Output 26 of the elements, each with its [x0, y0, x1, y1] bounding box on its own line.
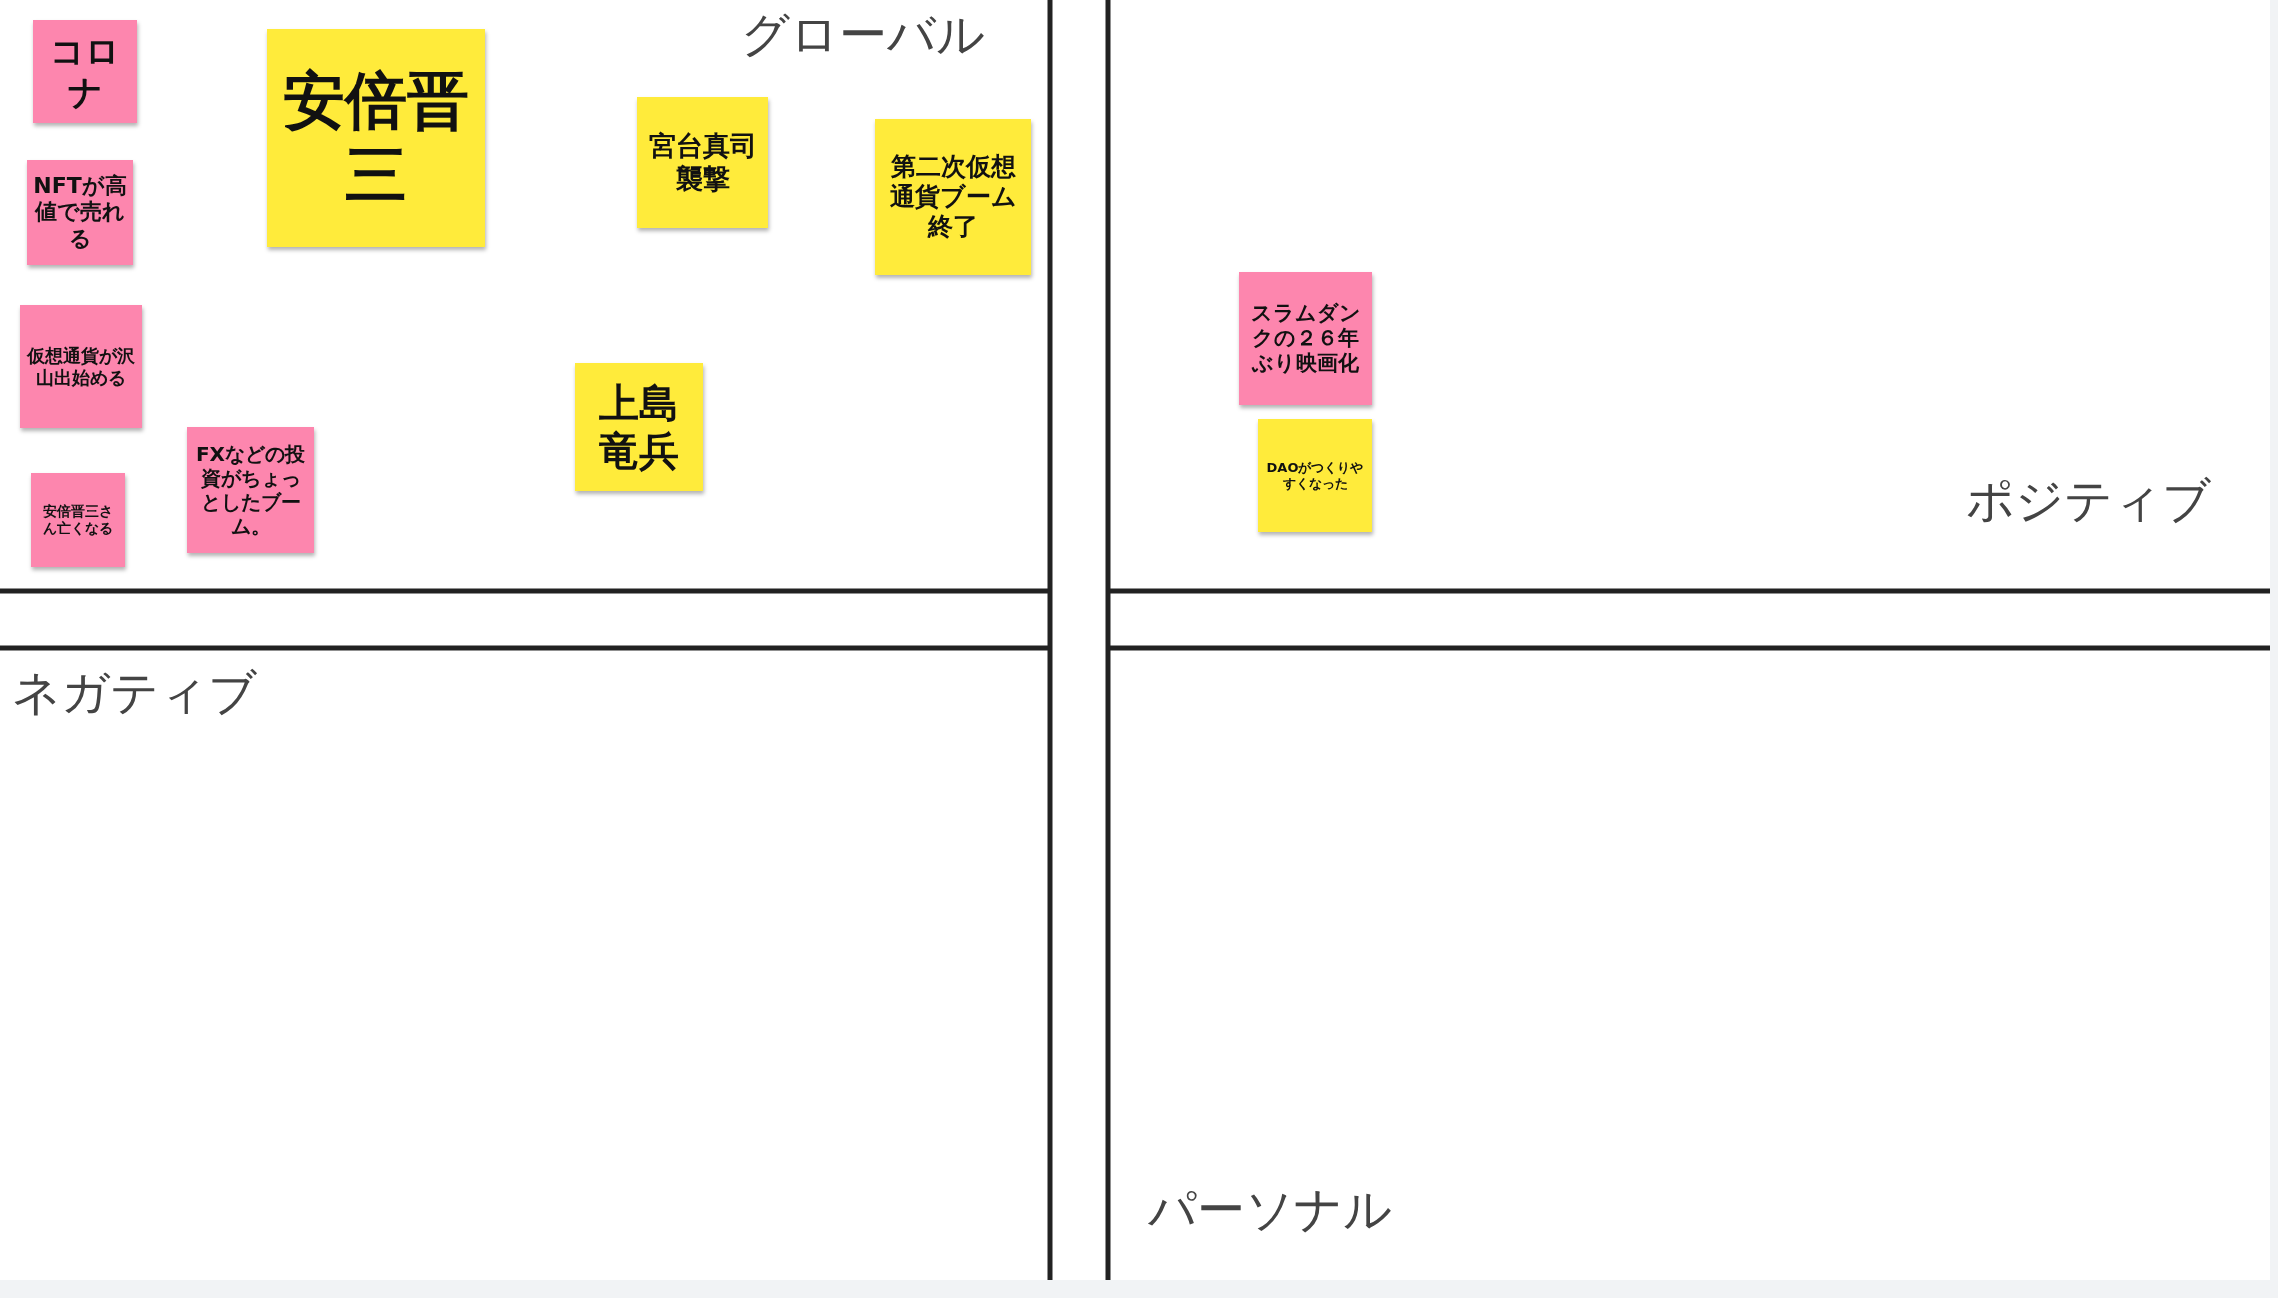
note-text: DAOがつくりやすくなった [1265, 459, 1365, 492]
sticky-note [267, 29, 485, 247]
note-text: 安倍晋三さん亡くなる [42, 503, 114, 537]
sticky-note [1239, 272, 1372, 405]
note-text: 上島竜兵 [598, 379, 680, 475]
sticky-note [875, 119, 1031, 275]
note-text: 第二次仮想通貨ブーム終了 [888, 152, 1018, 242]
note-text: 宮台真司襲撃 [647, 130, 758, 195]
sticky-note [1258, 419, 1372, 532]
note-text: FXなどの投資がちょっとしたブーム。 [194, 442, 307, 538]
sticky-note [31, 473, 125, 567]
axis-label: ネガティブ [12, 668, 257, 716]
note-text: 仮想通貨が沢山出始める [26, 344, 136, 389]
note-text: スラムダンクの２６年ぶり映画化 [1249, 300, 1362, 377]
sticky-note [27, 160, 133, 265]
sticky-note [33, 20, 137, 123]
note-text: NFTが高値で売れる [33, 172, 127, 253]
sticky-note [637, 97, 768, 228]
note-text: コロナ [49, 30, 121, 113]
axis-label: パーソナル [1148, 1185, 1392, 1233]
sticky-note [20, 305, 142, 428]
axis-label: グローバル [741, 10, 985, 58]
axis-label: ポジティブ [1966, 476, 2211, 524]
note-text: 安倍晋三 [282, 63, 470, 213]
sticky-note [575, 363, 703, 491]
sticky-note [187, 427, 314, 553]
